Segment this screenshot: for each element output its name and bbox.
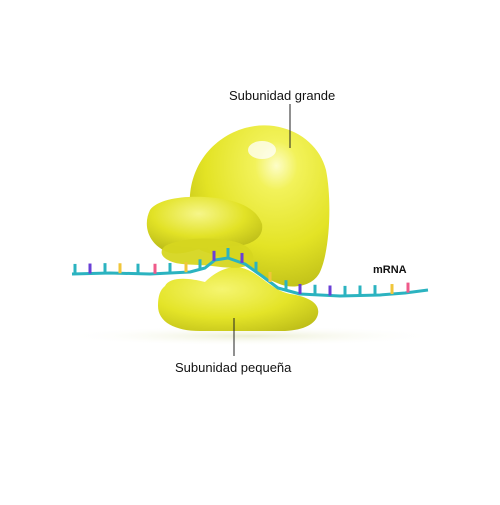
large-subunit-label: Subunidad grande (229, 88, 336, 103)
large-subunit-fold (161, 238, 254, 268)
ground-shadow (60, 326, 440, 346)
mrna-label: mRNA (373, 264, 407, 276)
highlight (248, 141, 276, 159)
small-subunit-label: Subunidad pequeña (175, 360, 292, 375)
small-subunit (158, 267, 319, 331)
large-subunit-lip (146, 196, 263, 254)
mrna-backbone (71, 256, 429, 298)
mrna-strand (71, 248, 429, 298)
